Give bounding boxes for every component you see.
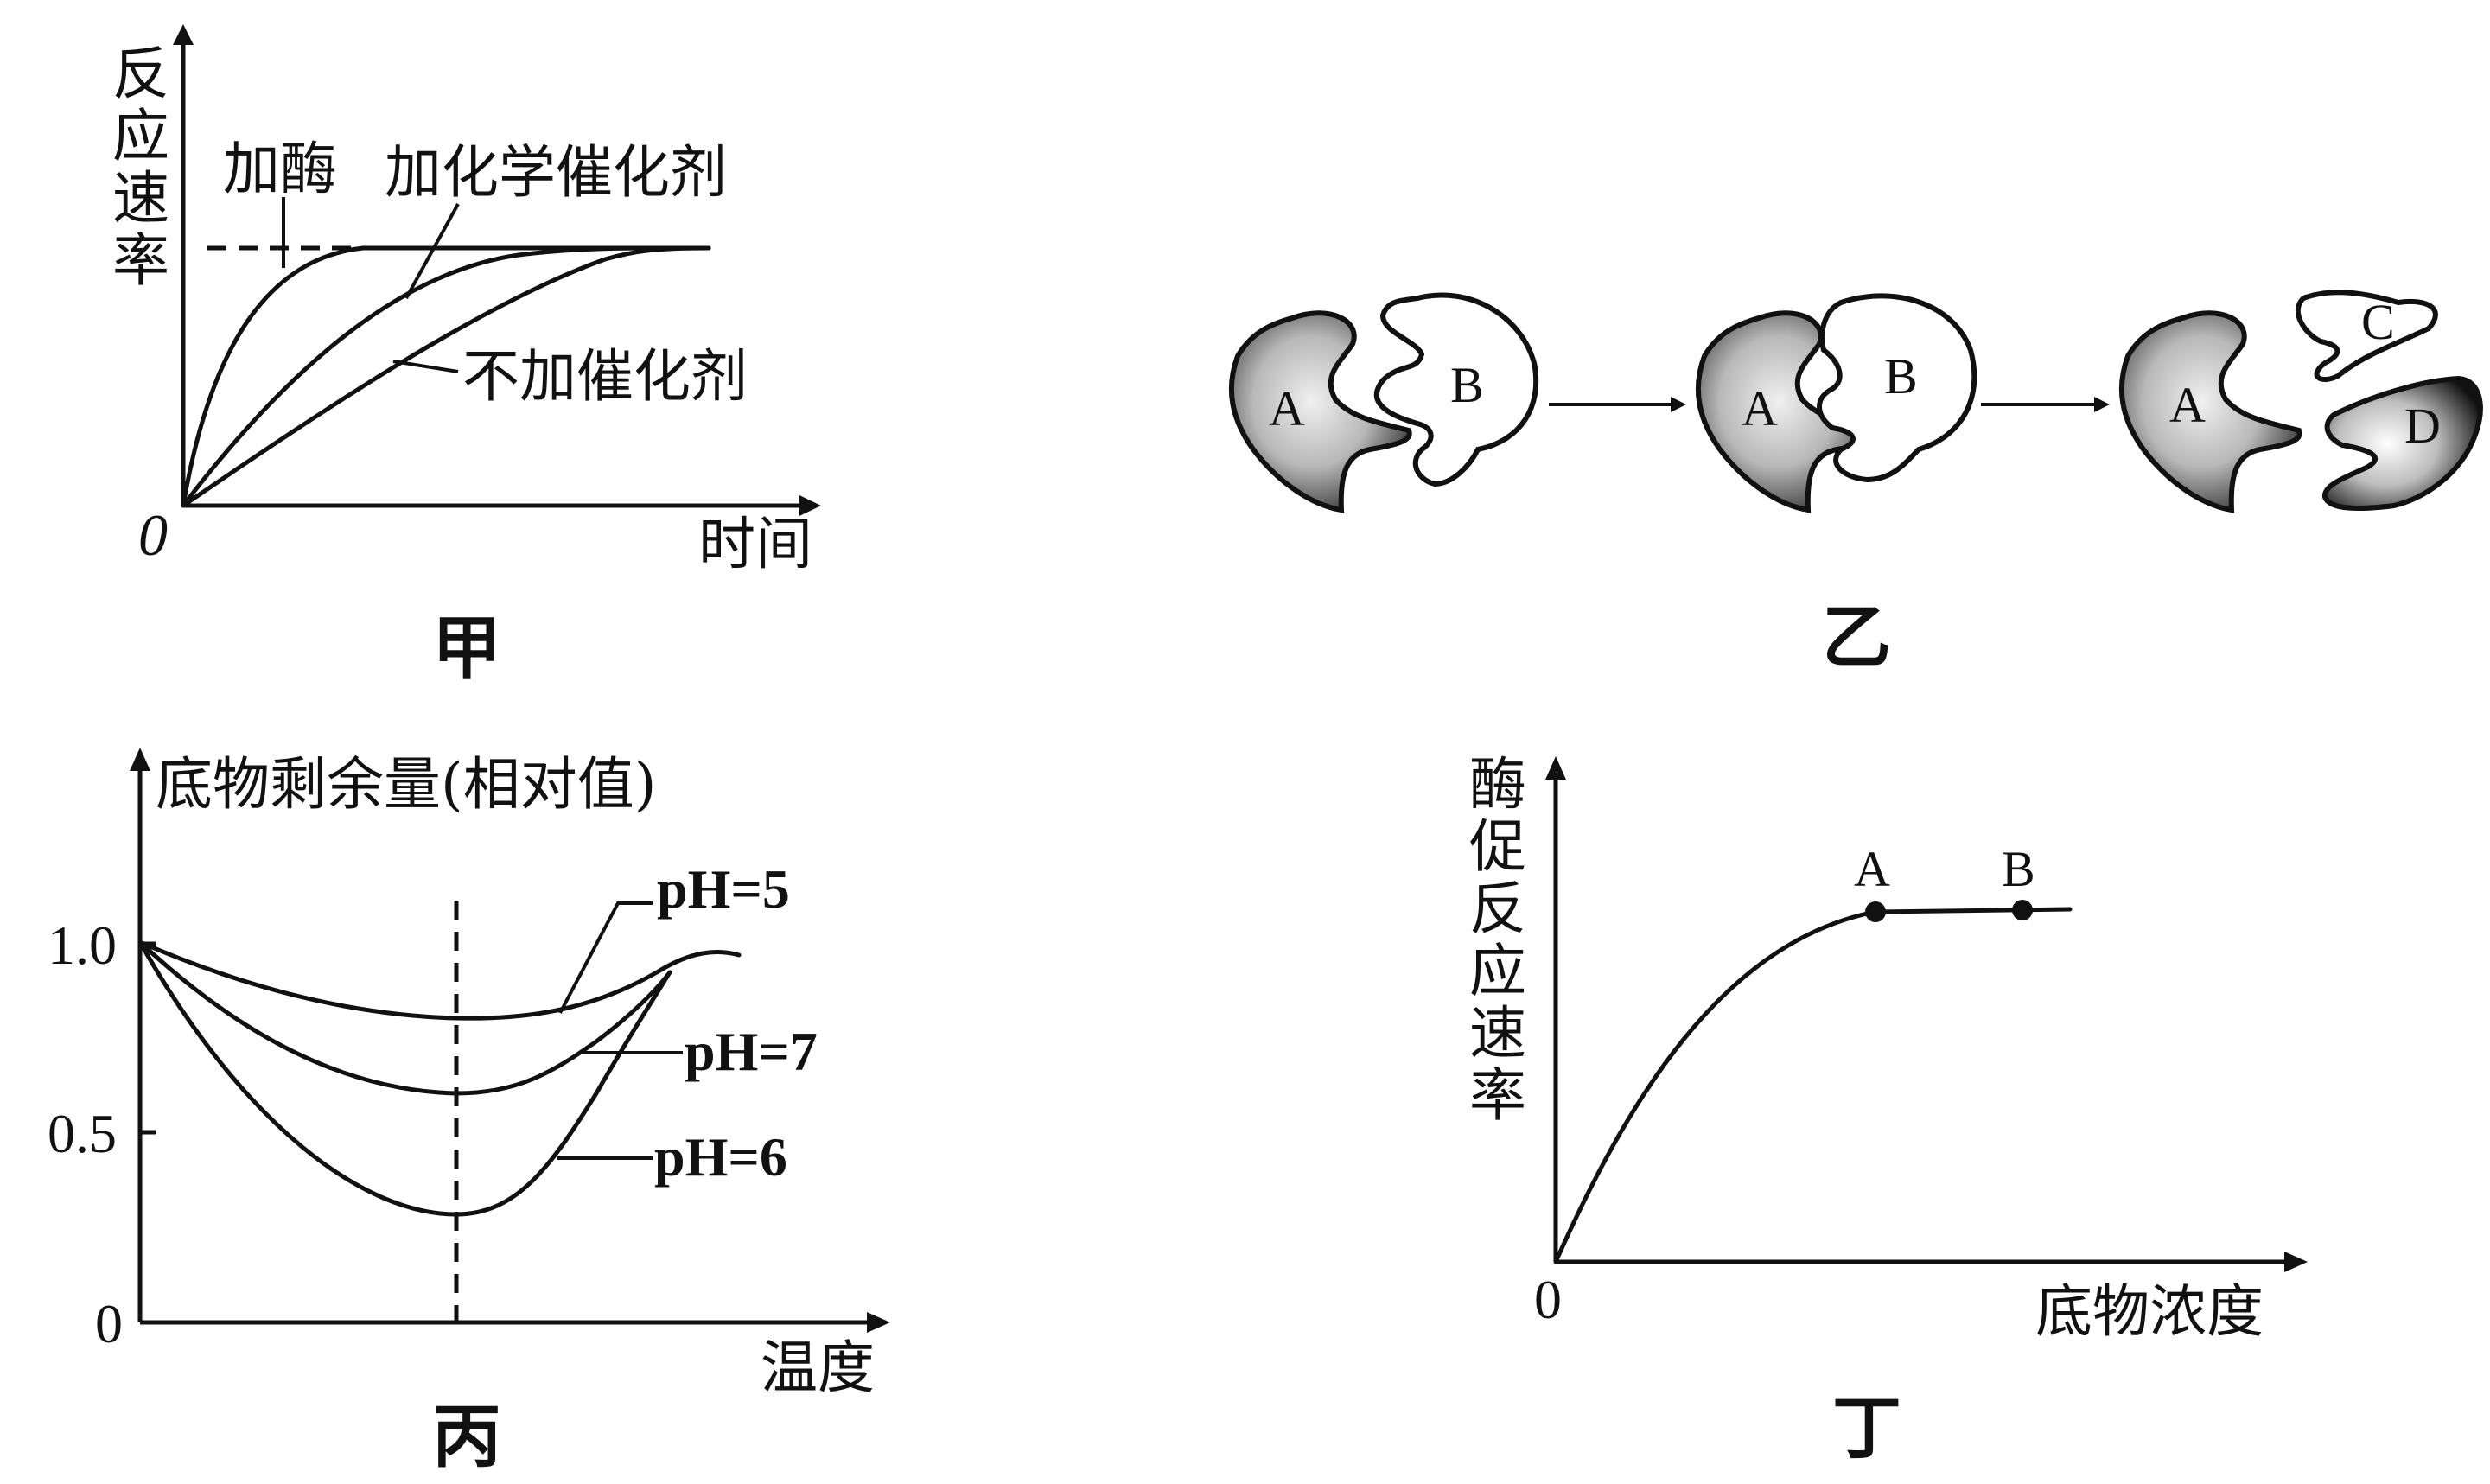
yi-label-a-2: A	[1742, 380, 1778, 436]
jia-y-label-1: 反	[112, 41, 169, 107]
yi-label-d: D	[2404, 398, 2441, 454]
panel-yi: A B A B A C D 乙	[1228, 290, 2483, 678]
jia-leader-none	[392, 360, 459, 373]
bing-y-label: 底物剩余量(相对值)	[156, 751, 657, 818]
jia-y-label-4: 率	[112, 227, 169, 294]
bing-x-arrow	[867, 1312, 890, 1333]
panel-jia: 反 应 速 率 加酶 加化学催化剂 不加催化剂 0 时间 甲	[112, 24, 821, 689]
jia-y-arrow	[173, 24, 194, 45]
ding-origin: 0	[1534, 1269, 1562, 1330]
bing-curve-ph6	[137, 939, 672, 1217]
jia-y-label-2: 应	[112, 103, 169, 169]
yi-label-b-1: B	[1450, 357, 1484, 413]
bing-series-ph5: pH=5	[657, 858, 790, 920]
yi-label-b-2: B	[1884, 348, 1918, 404]
jia-x-label: 时间	[698, 511, 812, 577]
yi-label-a-3: A	[2169, 377, 2206, 433]
ding-y-label-2: 促	[1469, 813, 1526, 880]
ding-y-label-6: 率	[1469, 1062, 1526, 1129]
yi-label-a-1: A	[1269, 380, 1305, 436]
bing-tick-label-05: 0.5	[48, 1103, 117, 1164]
yi-enzyme-a-3	[2118, 310, 2302, 513]
ding-point-b	[2012, 900, 2033, 920]
yi-substrate-b-2	[1817, 293, 1977, 483]
ding-y-label-1: 酶	[1469, 751, 1526, 818]
yi-caption: 乙	[1822, 596, 1891, 678]
ding-y-label-3: 反	[1469, 876, 1526, 942]
ding-y-arrow	[1545, 756, 1566, 780]
ding-y-label-5: 速	[1469, 1000, 1526, 1067]
ding-curve	[1553, 907, 2073, 1264]
bing-x-label: 温度	[761, 1334, 875, 1401]
panel-bing: 底物剩余量(相对值) 1.0 0.5 0 pH=5 pH=7 pH=6 温度 丙	[48, 748, 890, 1477]
yi-enzyme-a-2	[1695, 310, 1879, 513]
bing-series-ph7: pH=7	[685, 1021, 818, 1082]
bing-curve-ph5	[137, 939, 742, 1021]
ding-caption: 丁	[1832, 1387, 1901, 1468]
bing-leader-ph5	[558, 901, 653, 1014]
jia-caption: 甲	[432, 608, 501, 689]
ding-y-label-4: 应	[1469, 938, 1526, 1004]
jia-x-arrow	[799, 495, 821, 516]
ding-x-arrow	[2284, 1252, 2308, 1272]
bing-caption: 丙	[432, 1396, 501, 1477]
jia-curve-none	[181, 245, 711, 508]
ding-x-label: 底物浓度	[2035, 1278, 2264, 1345]
jia-curve-enzyme	[181, 245, 711, 508]
jia-series-catalyst: 加化学催化剂	[385, 139, 727, 206]
ding-label-a: A	[1854, 841, 1890, 897]
jia-y-label-3: 速	[112, 165, 169, 232]
yi-enzyme-a-1	[1228, 310, 1412, 513]
yi-label-c: C	[2361, 294, 2395, 350]
panel-ding: A B 酶 促 反 应 速 率 0 底物浓度 丁	[1469, 751, 2308, 1468]
jia-curve-catalyst	[181, 245, 659, 508]
bing-tick-label-10: 1.0	[48, 914, 117, 976]
jia-origin: 0	[138, 502, 168, 568]
bing-tick-label-0: 0	[95, 1293, 123, 1354]
yi-product-c	[2296, 290, 2438, 382]
jia-series-none: 不加催化剂	[462, 343, 748, 410]
ding-label-b: B	[2002, 841, 2035, 897]
jia-series-enzyme: 加酶	[223, 136, 337, 202]
bing-series-ph6: pH=6	[654, 1126, 787, 1188]
ding-point-a	[1865, 901, 1886, 922]
yi-substrate-b-1	[1374, 292, 1539, 487]
bing-curve-ph7	[137, 939, 672, 1096]
yi-product-d	[2322, 375, 2483, 511]
jia-leader-catalyst	[404, 203, 460, 299]
bing-y-arrow	[130, 748, 150, 771]
